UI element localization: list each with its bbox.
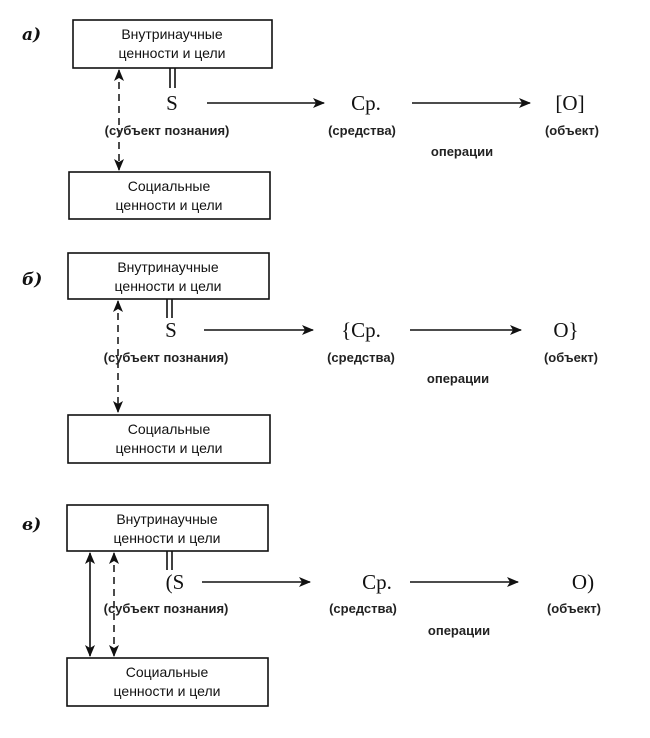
object-caption: (объект) <box>545 123 599 138</box>
means-symbol: {Ср. <box>341 318 381 342</box>
panel-label: б) <box>22 270 42 290</box>
object-caption: (объект) <box>547 601 601 616</box>
operations-caption: операции <box>431 144 493 159</box>
social-values-box <box>66 657 269 707</box>
object-symbol: O) <box>572 570 594 594</box>
social-values-line-2: ценности и цели <box>114 683 221 699</box>
social-values-line-2: ценности и цели <box>116 440 223 456</box>
social-values-line-1: Социальные <box>126 664 209 680</box>
social-values-box <box>67 414 271 464</box>
subject-symbol: (S <box>166 570 185 594</box>
subject-caption: (субъект познания) <box>105 123 230 138</box>
means-caption: (средства) <box>328 123 396 138</box>
panel-a: а) Внутринаучные ценности и цели S Ср. [… <box>22 19 599 220</box>
panel-b: б) Внутринаучные ценности и цели S {Ср. … <box>22 252 598 464</box>
subject-symbol: S <box>166 91 178 115</box>
inner-values-box <box>67 252 270 300</box>
subject-symbol: S <box>165 318 177 342</box>
object-symbol: [O] <box>555 91 584 115</box>
inner-values-line-1: Внутринаучные <box>117 259 219 275</box>
object-symbol: O} <box>553 318 578 342</box>
inner-values-line-2: ценности и цели <box>115 278 222 294</box>
social-values-box <box>68 171 271 220</box>
inner-values-line-2: ценности и цели <box>114 530 221 546</box>
operations-caption: операции <box>428 623 490 638</box>
social-values-line-1: Социальные <box>128 178 211 194</box>
operations-caption: операции <box>427 371 489 386</box>
subject-caption: (субъект познания) <box>104 350 229 365</box>
means-symbol: Ср. <box>351 91 381 115</box>
social-values-line-1: Социальные <box>128 421 211 437</box>
panel-label: а) <box>22 25 41 45</box>
panel-c: в) Внутринаучные ценности и цели (S Ср. … <box>22 504 601 707</box>
social-values-line-2: ценности и цели <box>116 197 223 213</box>
subject-caption: (субъект познания) <box>104 601 229 616</box>
inner-values-line-1: Внутринаучные <box>121 26 223 42</box>
inner-values-box <box>72 19 273 69</box>
means-symbol: Ср. <box>362 570 392 594</box>
inner-values-line-2: ценности и цели <box>119 45 226 61</box>
means-caption: (средства) <box>329 601 397 616</box>
means-caption: (средства) <box>327 350 395 365</box>
inner-values-line-1: Внутринаучные <box>116 511 218 527</box>
object-caption: (объект) <box>544 350 598 365</box>
panel-label: в) <box>22 515 41 535</box>
